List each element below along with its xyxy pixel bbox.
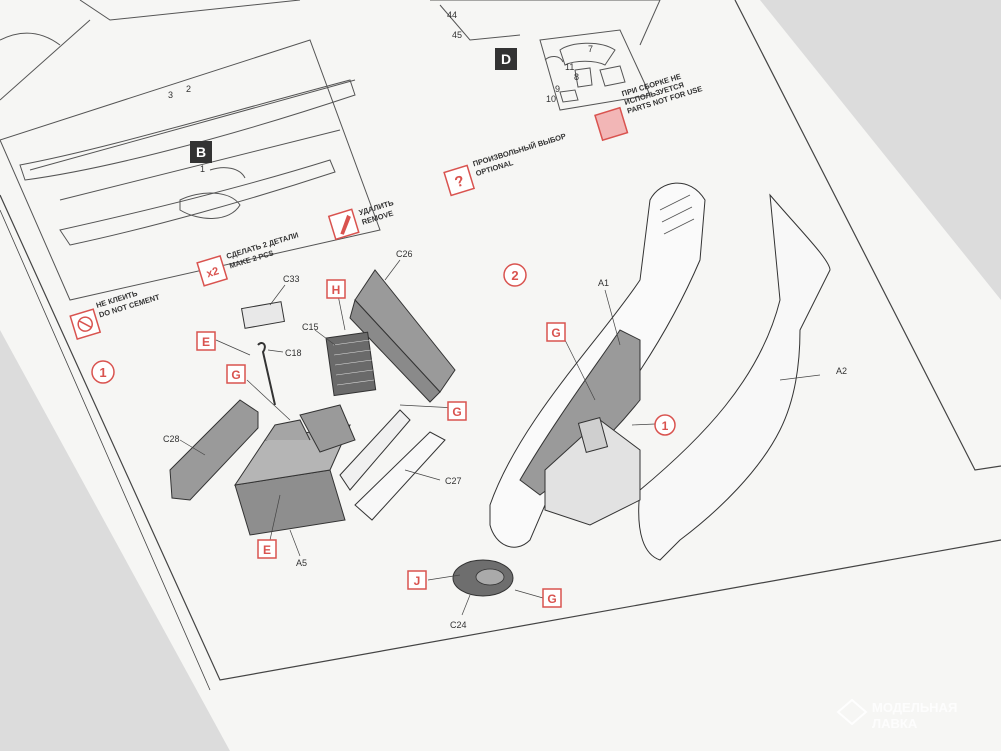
svg-text:J: J	[414, 574, 421, 588]
sprue-b-label-box	[190, 141, 212, 163]
step-1-badge	[91, 360, 115, 384]
sprue-num: 10	[546, 94, 556, 104]
part-c28	[169, 399, 259, 501]
callout-h: H	[326, 279, 346, 299]
part-c33	[240, 301, 286, 329]
part-label-a1: A1	[598, 278, 609, 288]
svg-text:G: G	[452, 405, 461, 419]
svg-text:H: H	[332, 283, 341, 297]
callout-g-left: G	[226, 364, 246, 384]
watermark-logo: МОДЕЛЬНАЯ ЛАВКА	[836, 698, 957, 731]
sprue-num: 11	[565, 62, 574, 72]
step-ref-1: 1	[654, 414, 676, 436]
part-c15	[325, 331, 377, 397]
step-1-number: 1	[99, 365, 106, 380]
sprue-num: 45	[452, 30, 462, 40]
part-label-c26: C26	[396, 249, 413, 259]
part-label-c15: C15	[302, 322, 319, 332]
callout-g-mid: G	[447, 401, 467, 421]
callout-e-bottom: E	[257, 539, 277, 559]
part-label-c28: C28	[163, 434, 180, 444]
not-for-use-swatch-icon	[594, 106, 629, 142]
sprue-num: 8	[574, 72, 579, 82]
sprue-num: 2	[186, 84, 191, 94]
svg-text:G: G	[547, 592, 556, 606]
svg-text:E: E	[202, 335, 210, 349]
sprue-num: 9	[555, 84, 560, 94]
callout-j: J	[407, 570, 427, 590]
sprue-num: 44	[447, 10, 457, 20]
step-2: 2 A1 A2 C24 G	[407, 182, 847, 630]
svg-text:G: G	[551, 326, 560, 340]
sprue-b	[0, 0, 381, 301]
sprue-num: 7	[588, 44, 593, 54]
svg-text:МОДЕЛЬНАЯ: МОДЕЛЬНАЯ	[872, 700, 957, 715]
part-label-c18: C18	[285, 348, 302, 358]
sprue-b-label: B	[196, 144, 206, 160]
step-2-badge	[503, 263, 527, 287]
callout-g-step2-bottom: G	[542, 588, 562, 608]
watermark-cube-icon	[836, 698, 868, 726]
part-a2	[638, 193, 831, 561]
page-frame	[0, 194, 1001, 681]
x2-icon: x2	[205, 265, 220, 280]
svg-text:E: E	[263, 543, 271, 557]
part-label-c33: C33	[283, 274, 300, 284]
sprue-d-label-box	[495, 48, 517, 70]
callout-e-top: E	[196, 331, 216, 351]
sprue-num: 3	[168, 90, 173, 100]
part-label-c27: C27	[445, 476, 462, 486]
no-cement-icon	[77, 316, 93, 332]
sprue-d	[430, 0, 661, 111]
part-label-a5: A5	[296, 558, 307, 568]
part-c27	[354, 431, 446, 521]
part-c18	[257, 342, 276, 406]
svg-text:G: G	[231, 368, 240, 382]
callout-g-step2-top: G	[546, 322, 566, 342]
step-2-number: 2	[511, 268, 518, 283]
sprue-num: 1	[200, 164, 205, 174]
knife-icon	[340, 214, 351, 235]
sprue-d-label: D	[501, 51, 511, 67]
step-1: 1	[91, 249, 467, 568]
part-label-a2: A2	[836, 366, 847, 376]
part-label-c24: C24	[450, 620, 467, 630]
svg-text:ЛАВКА: ЛАВКА	[872, 716, 918, 731]
svg-text:1: 1	[662, 419, 669, 433]
